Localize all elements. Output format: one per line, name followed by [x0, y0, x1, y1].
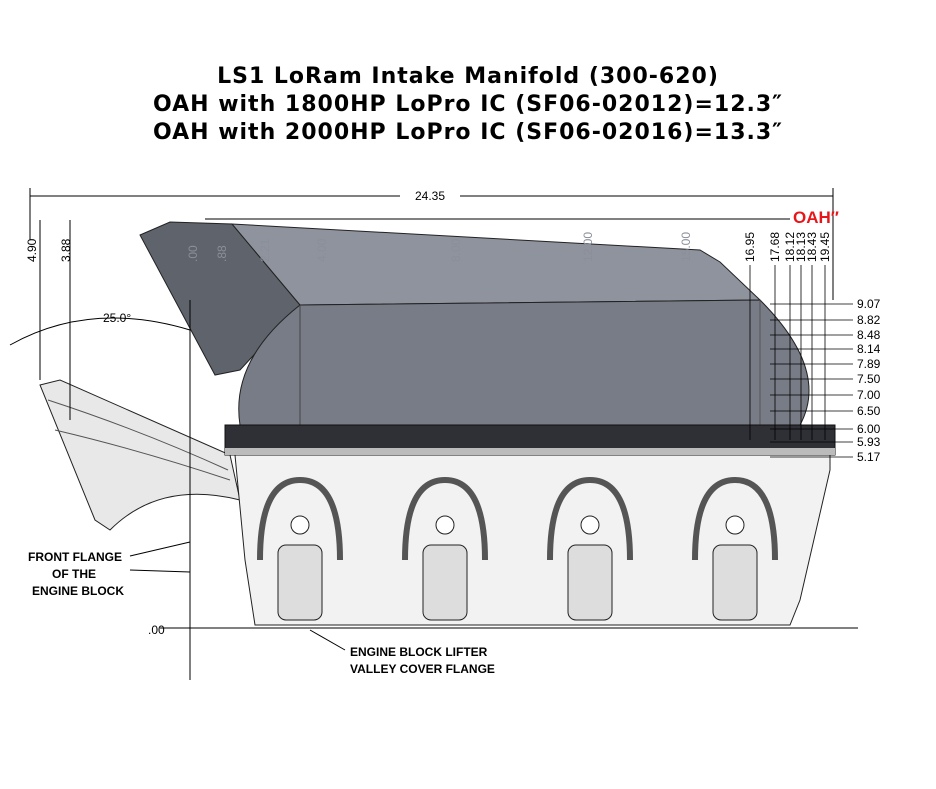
top-dimension-label: 18.13	[794, 232, 808, 262]
intake-port	[422, 544, 468, 621]
title-line-2: OAH with 1800HP LoPro IC (SF06-02012)=12…	[152, 92, 784, 117]
oah-label: OAH″	[793, 208, 839, 227]
right-dimension-label: 7.89	[857, 357, 881, 371]
right-dimension-label: 8.14	[857, 342, 881, 356]
bolt-hole	[725, 515, 745, 535]
title-line-1: LS1 LoRam Intake Manifold (300-620)	[217, 64, 719, 89]
right-dimension-label: 8.82	[857, 313, 881, 327]
lifter-valley-note-2: VALLEY COVER FLANGE	[350, 662, 495, 676]
top-dimension-label: 16.95	[743, 232, 757, 262]
right-dimension-label: 8.48	[857, 328, 881, 342]
top-dimension-label: 17.68	[768, 232, 782, 262]
top-dimension-label: 15.00	[679, 232, 693, 262]
front-flange-note-3: ENGINE BLOCK	[32, 584, 124, 598]
intake-port	[712, 544, 758, 621]
top-dimension-label: .00	[186, 245, 200, 262]
top-dimension-label: 2.21	[258, 238, 272, 262]
baseline-label: .00	[148, 623, 165, 637]
bolt-hole	[435, 515, 455, 535]
flange	[224, 424, 836, 456]
right-dimension-label: 5.17	[857, 450, 881, 464]
intake-port	[567, 544, 613, 621]
top-dimension-label: 4.00	[315, 238, 329, 262]
overall-dimension: 24.35	[29, 188, 834, 300]
top-dimension-label: 12.00	[581, 232, 595, 262]
engine-block	[234, 454, 831, 626]
lifter-valley-note-1: ENGINE BLOCK LIFTER	[350, 645, 488, 659]
overall-length-label: 24.35	[415, 189, 445, 203]
height-label-3-88: 3.88	[59, 238, 73, 262]
intake-port	[277, 544, 323, 621]
top-dimension-label: 19.45	[818, 232, 832, 262]
top-dimension-label: .88	[215, 245, 229, 262]
top-dimension-label: 18.12	[783, 232, 797, 262]
title-line-3: OAH with 2000HP LoPro IC (SF06-02016)=13…	[152, 120, 784, 145]
right-dimension-label: 7.00	[857, 388, 881, 402]
bolt-hole	[290, 515, 310, 535]
bolt-hole	[580, 515, 600, 535]
right-dimension-label: 5.93	[857, 435, 881, 449]
right-dimension-label: 6.50	[857, 404, 881, 418]
top-dimension-label: 18.43	[805, 232, 819, 262]
right-dimension-label: 7.50	[857, 372, 881, 386]
front-flange-note-2: OF THE	[52, 567, 96, 581]
angle-label: 25.0°	[103, 311, 131, 325]
front-flange-note-1: FRONT FLANGE	[28, 550, 122, 564]
height-label-4-90: 4.90	[25, 238, 39, 262]
right-dimension-label: 9.07	[857, 297, 881, 311]
top-dimension-label: 8.00	[449, 238, 463, 262]
plenum	[139, 221, 810, 426]
right-dimension-label: 6.00	[857, 422, 881, 436]
